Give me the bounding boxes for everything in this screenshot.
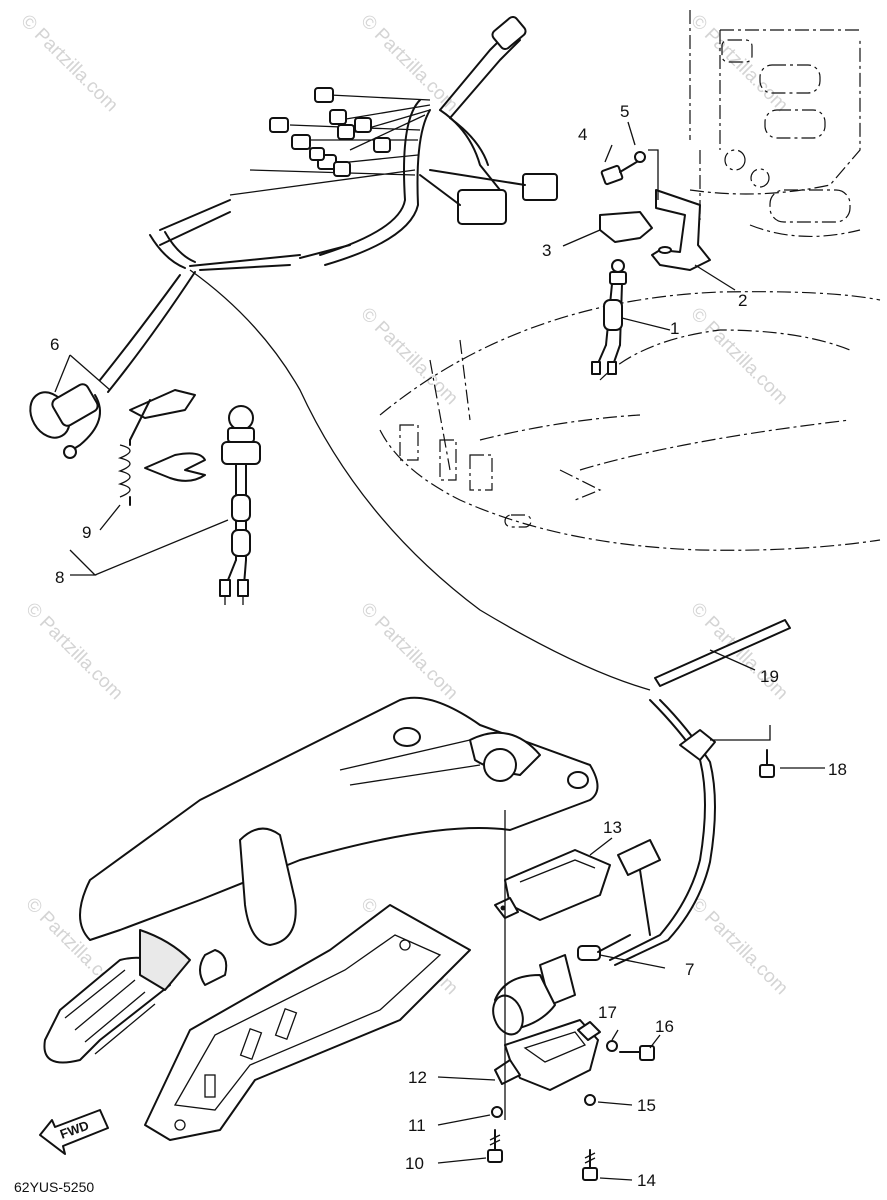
bottom-cowling-outline [379, 291, 881, 551]
switch-bracket [494, 1019, 601, 1091]
main-switch-assy [492, 699, 771, 1036]
callout-14: 14 [637, 1171, 656, 1190]
callout-7: 7 [685, 960, 694, 979]
lanyard-cord [117, 389, 206, 506]
cable-route-line [189, 269, 651, 691]
watermark: © Partzilla.com [21, 599, 126, 704]
watermark: © Partzilla.com [686, 894, 791, 999]
callout-5: 5 [620, 102, 629, 121]
tiller-cover-plate [144, 904, 471, 1141]
callout-15: 15 [637, 1096, 656, 1115]
callout-9: 9 [82, 523, 91, 542]
callout-8: 8 [55, 568, 64, 587]
callout-17: 17 [598, 1003, 617, 1022]
callout-2: 2 [738, 291, 747, 310]
callout-11: 11 [408, 1116, 426, 1135]
fwd-arrow-icon: FWD [39, 1109, 109, 1155]
callout-1: 1 [670, 319, 679, 338]
watermark: © Partzilla.com [356, 599, 461, 704]
watermark: © Partzilla.com [356, 11, 461, 116]
callout-labels: 1 2 3 4 5 6 7 8 9 10 11 12 13 14 15 16 1… [50, 102, 847, 1190]
watermark: © Partzilla.com [686, 11, 791, 116]
callout-18: 18 [828, 760, 847, 779]
lanyard-switch [219, 405, 261, 605]
watermark: © Partzilla.com [686, 304, 791, 409]
watermark: © Partzilla.com [16, 11, 121, 116]
diagram-code: 62YUS-5250 [14, 1179, 94, 1195]
callout-16: 16 [655, 1017, 674, 1036]
callout-13: 13 [603, 818, 622, 837]
callout-4: 4 [578, 125, 587, 144]
switch-cover [494, 849, 611, 921]
callout-3: 3 [542, 241, 551, 260]
engine-block-outline [689, 10, 861, 238]
hardware-items [487, 619, 791, 1181]
tiller-handle [43, 696, 599, 1064]
leader-lines [54, 121, 825, 1181]
callout-12: 12 [408, 1068, 427, 1087]
callout-6: 6 [50, 335, 59, 354]
stop-switch-parts [591, 149, 711, 375]
callout-10: 10 [405, 1154, 424, 1173]
wire-harness [29, 15, 558, 459]
callout-19: 19 [760, 667, 779, 686]
